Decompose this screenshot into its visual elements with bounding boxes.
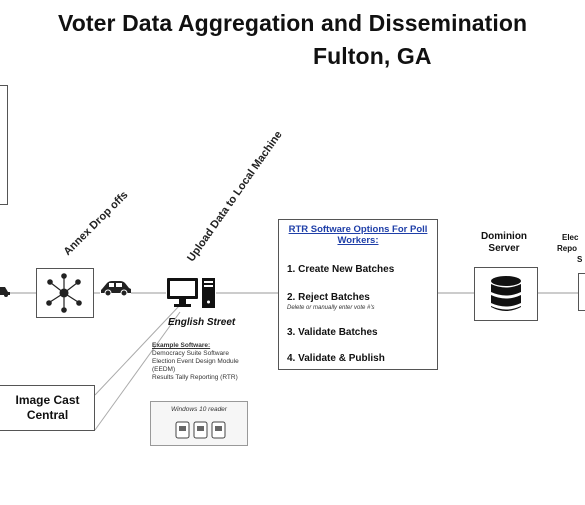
dominion-server-label: Dominion Server <box>480 231 528 254</box>
diagram-title: Voter Data Aggregation and Dissemination <box>58 10 528 36</box>
desktop-computer-icon <box>167 278 215 308</box>
dominion-server-node <box>474 267 538 321</box>
rtr-step-publish: 4. Validate & Publish <box>287 353 385 364</box>
left-partial-box <box>0 85 8 205</box>
windows-reader-box: Windows 10 reader <box>150 401 248 446</box>
rtr-options-title: RTR Software Options For Poll Workers: <box>288 224 428 246</box>
software-line: Democracy Suite Software <box>152 350 229 357</box>
s-partial-label: S <box>577 255 583 264</box>
example-software-block: Example Software: Democracy Suite Softwa… <box>152 342 239 382</box>
car-icon <box>0 287 10 297</box>
network-hub-icon <box>46 273 82 313</box>
image-cast-central-label: Image Cast Central <box>15 393 80 422</box>
software-line: Election Event Design Module <box>152 358 239 365</box>
car-icon <box>101 281 131 297</box>
annex-hub-node <box>36 268 94 318</box>
right-partial-box <box>578 273 585 311</box>
rtr-step-validate: 3. Validate Batches <box>287 327 378 338</box>
database-icon <box>491 276 521 311</box>
repo-partial-label: Repo <box>557 244 577 253</box>
english-street-label: English Street <box>168 317 236 328</box>
windows-reader-label: Windows 10 reader <box>171 406 227 413</box>
elec-partial-label: Elec <box>562 233 579 242</box>
software-line: (EEDM) <box>152 366 176 373</box>
rtr-step-create: 1. Create New Batches <box>287 264 395 275</box>
example-software-heading: Example Software: <box>152 342 211 349</box>
rtr-options-box: RTR Software Options For Poll Workers: 1… <box>278 219 438 370</box>
software-line: Results Tally Reporting (RTR) <box>152 374 238 381</box>
image-cast-central-box: Image Cast Central <box>0 385 95 431</box>
card-reader-icon <box>175 421 226 439</box>
diagram-subtitle: Fulton, GA <box>313 43 432 69</box>
rtr-step-reject: 2. Reject Batches <box>287 292 370 303</box>
rtr-reject-note: Delete or manually enter vote #'s <box>287 305 375 311</box>
